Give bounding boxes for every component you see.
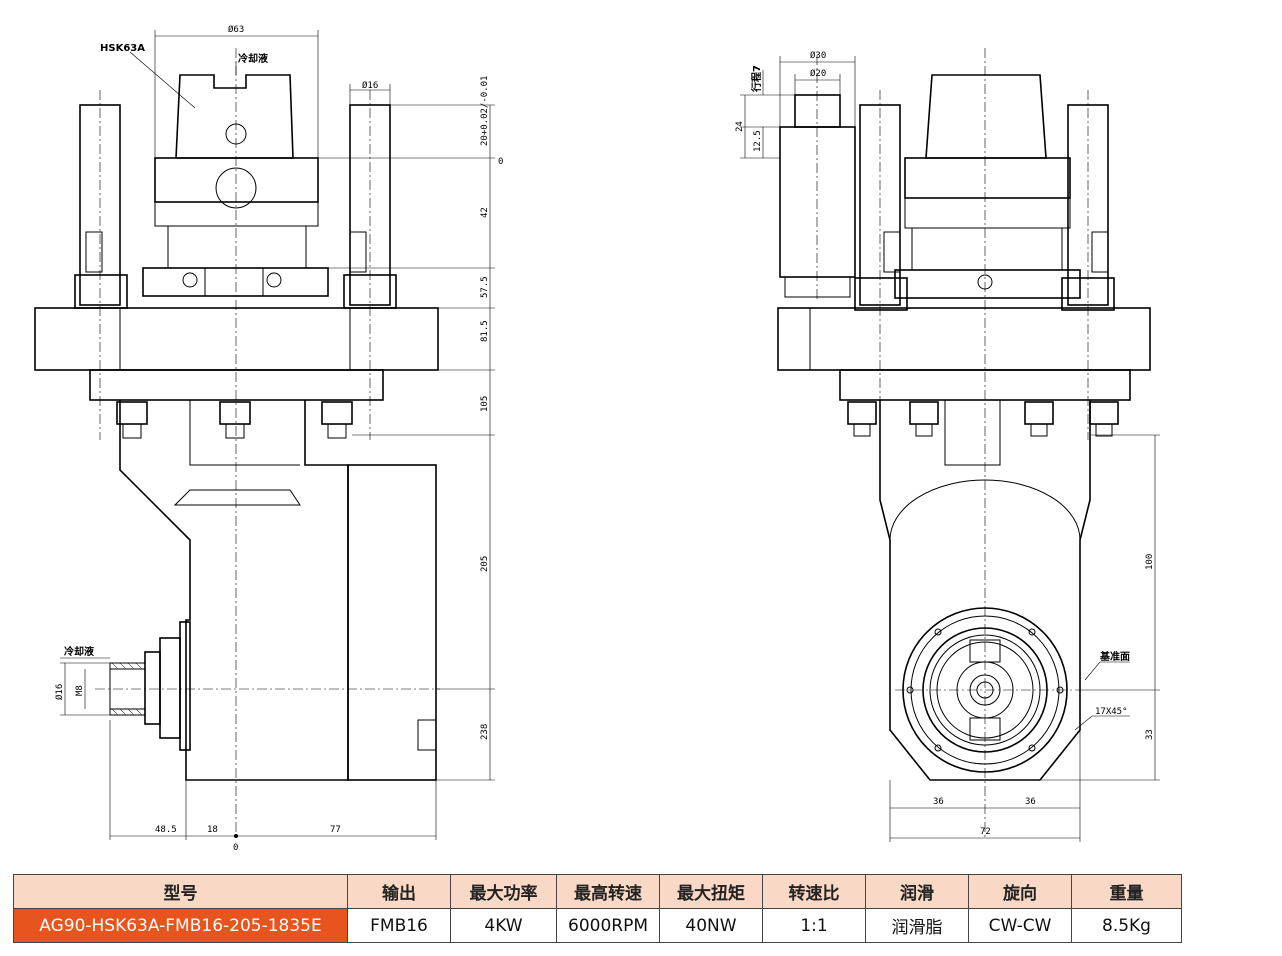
dim-m8: M8 — [75, 685, 85, 696]
right-view — [740, 48, 1160, 842]
dim-100: 100 — [1145, 554, 1155, 570]
label-coolant-top: 冷却液 — [238, 52, 268, 65]
dim-57-5: 57.5 — [480, 276, 490, 298]
dim-d63: Ø63 — [228, 24, 244, 35]
header-ratio: 转速比 — [762, 874, 866, 909]
dim-81-5: 81.5 — [480, 320, 490, 342]
dim-42: 42 — [480, 207, 490, 218]
value-max-speed: 6000RPM — [556, 908, 660, 943]
value-output: FMB16 — [347, 908, 451, 943]
dim-205: 205 — [480, 556, 490, 572]
label-chamfer: 17X45° — [1095, 707, 1128, 717]
header-output: 输出 — [347, 874, 451, 909]
dim-77: 77 — [330, 825, 341, 835]
dim-12-5: 12.5 — [753, 130, 763, 152]
value-max-power: 4KW — [450, 908, 557, 943]
dim-238: 238 — [480, 724, 490, 740]
dim-33: 33 — [1145, 729, 1155, 740]
value-ratio: 1:1 — [762, 908, 866, 943]
header-rotation: 旋向 — [968, 874, 1072, 909]
dim-d30: Ø30 — [810, 50, 826, 61]
spec-header-row: 型号 输出 最大功率 最高转速 最大扭矩 转速比 润滑 旋向 重量 — [13, 874, 1182, 909]
dim-36a: 36 — [933, 797, 944, 807]
dim-36b: 36 — [1025, 797, 1036, 807]
value-lubrication: 润滑脂 — [865, 908, 969, 943]
spec-table: 型号 输出 最大功率 最高转速 最大扭矩 转速比 润滑 旋向 重量 AG90-H… — [13, 874, 1182, 943]
dim-72: 72 — [980, 827, 991, 837]
header-model: 型号 — [13, 874, 348, 909]
label-keyway: 行程7 — [750, 65, 763, 93]
header-max-torque: 最大扭矩 — [659, 874, 763, 909]
label-datum: 基准面 — [1099, 650, 1130, 663]
header-max-power: 最大功率 — [450, 874, 557, 909]
label-hsk63a: HSK63A — [100, 43, 145, 54]
dim-d16-top: Ø16 — [362, 80, 378, 91]
dim-zero-h: 0 — [233, 843, 238, 853]
dim-24: 24 — [735, 121, 745, 132]
technical-drawing: HSK63A 冷却液 冷却液 Ø63 Ø16 0 20+0.02/-0.01 4… — [34, 24, 1160, 853]
dim-105: 105 — [480, 396, 490, 412]
dim-48-5: 48.5 — [155, 825, 177, 835]
value-model: AG90-HSK63A-FMB16-205-1835E — [13, 908, 348, 943]
value-rotation: CW-CW — [968, 908, 1072, 943]
spec-value-row: AG90-HSK63A-FMB16-205-1835E FMB16 4KW 60… — [13, 908, 1182, 943]
value-weight: 8.5Kg — [1071, 908, 1182, 943]
header-weight: 重量 — [1071, 874, 1182, 909]
dim-tol: 20+0.02/-0.01 — [480, 76, 490, 146]
dim-zero-v: 0 — [498, 157, 503, 167]
dim-d16-side: Ø16 — [54, 684, 65, 700]
header-lubrication: 润滑 — [865, 874, 969, 909]
dim-d20: Ø20 — [810, 68, 826, 79]
value-max-torque: 40NW — [659, 908, 763, 943]
left-view — [34, 30, 495, 840]
header-max-speed: 最高转速 — [556, 874, 660, 909]
dim-18: 18 — [207, 825, 218, 835]
label-coolant-side: 冷却液 — [64, 645, 94, 658]
